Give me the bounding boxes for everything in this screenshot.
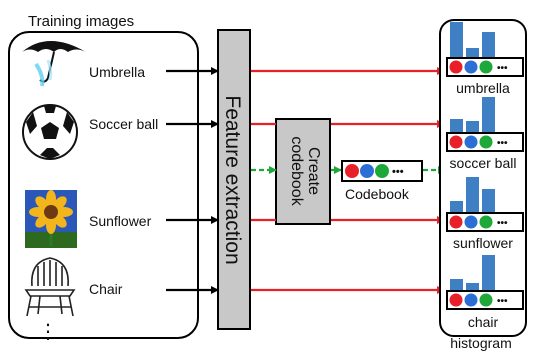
training-item-label: Chair [89, 281, 123, 297]
training-item-label: Soccer ball [89, 116, 158, 132]
codeword-dot [465, 294, 478, 307]
codebook-ellipsis: ••• [497, 296, 508, 307]
histogram-bar [450, 22, 463, 58]
feature-extraction-label: Feature extraction [221, 95, 244, 264]
codebook-strip: ••• [342, 161, 422, 181]
codeword-dot [465, 136, 478, 149]
codeword-dot [360, 164, 374, 178]
codeword-dot [450, 61, 463, 74]
codeword-dot [480, 61, 493, 74]
codebook-ellipsis: ••• [392, 166, 404, 178]
codeword-dot [450, 294, 463, 307]
training-item-label: Sunflower [89, 213, 152, 229]
more-items-ellipsis: ⋮ [38, 321, 58, 343]
codeword-dot [480, 216, 493, 229]
histogram-bar [466, 121, 479, 133]
training-images-title: Training images [28, 13, 134, 30]
histogram-caption: histogram [450, 335, 511, 351]
histogram-bar [482, 189, 495, 213]
codebook-label: Codebook [345, 186, 410, 202]
histogram-bar [466, 283, 479, 291]
create-codebook-line1: Create [305, 147, 322, 195]
create-codebook-line2: codebook [288, 136, 305, 206]
codeword-dot [450, 216, 463, 229]
histogram-class-label: soccer ball [450, 155, 517, 171]
histogram-bar [482, 255, 495, 291]
codeword-dot [450, 136, 463, 149]
histogram-class-label: sunflower [453, 235, 513, 251]
codeword-dot [480, 136, 493, 149]
codebook-ellipsis: ••• [497, 218, 508, 229]
codebook-ellipsis: ••• [497, 63, 508, 74]
histogram-class-label: umbrella [456, 80, 510, 96]
codeword-dot [345, 164, 359, 178]
training-item-label: Umbrella [89, 64, 145, 80]
histogram-bar [450, 201, 463, 213]
histogram-bar [450, 119, 463, 133]
codeword-dot [465, 61, 478, 74]
sunflower-icon [25, 190, 77, 248]
histogram-bar [482, 97, 495, 133]
histogram-bar [482, 32, 495, 58]
histogram-class-label: chair [468, 314, 499, 330]
codeword-dot [480, 294, 493, 307]
histogram-bar [466, 177, 479, 213]
soccer-ball-icon [23, 105, 77, 159]
codeword-dot [465, 216, 478, 229]
histogram-bar [450, 279, 463, 291]
codebook-ellipsis: ••• [497, 138, 508, 149]
histogram-bar [466, 48, 479, 58]
codeword-dot [375, 164, 389, 178]
